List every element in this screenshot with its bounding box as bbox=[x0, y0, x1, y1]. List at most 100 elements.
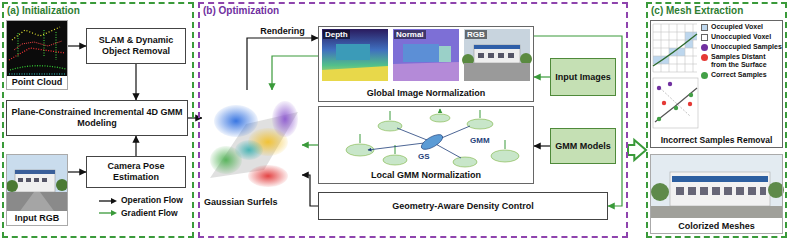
legend-text: Gradient Flow bbox=[121, 209, 178, 219]
legend-text: Samples Distant from the Surface bbox=[711, 53, 782, 69]
node-label: Point Cloud bbox=[12, 77, 63, 88]
image-caption: Depth bbox=[323, 30, 350, 39]
gmm-illustration-part bbox=[360, 109, 505, 154]
edge-label: Rendering bbox=[259, 26, 306, 36]
legend-arrow-sample bbox=[98, 209, 118, 217]
rgb-image-part bbox=[464, 63, 530, 81]
gmm-illustration-part bbox=[467, 119, 493, 129]
legend-text: Operation Flow bbox=[121, 196, 183, 206]
normal-image bbox=[393, 29, 459, 81]
gmm-illustration bbox=[346, 109, 519, 167]
colorized-mesh-image-part bbox=[760, 187, 766, 195]
legend-item: Unoccupied Voxel bbox=[701, 33, 782, 41]
image-caption: Normal bbox=[394, 30, 426, 39]
gradient-connector bbox=[534, 36, 622, 206]
sample-removal-illustration-part bbox=[688, 102, 692, 106]
panel-title: (b) Optimization bbox=[200, 4, 279, 17]
symbol-label: GMM bbox=[470, 136, 490, 145]
legend-dot bbox=[701, 54, 708, 61]
rgb-image-part bbox=[478, 53, 484, 58]
panel-title: (c) Mesh Extraction bbox=[648, 4, 743, 17]
image-node: Colorized Meshes bbox=[650, 154, 783, 234]
input-rgb-image-part bbox=[42, 178, 47, 182]
normal-image-part bbox=[393, 29, 459, 81]
rgb-image-part bbox=[488, 53, 494, 58]
node-label: Input Images bbox=[555, 72, 611, 83]
node-label: Incorrect Samples Removal bbox=[661, 135, 773, 146]
legend: Occupied VoxelUnoccupied VoxelUnoccupied… bbox=[701, 23, 782, 79]
input-rgb-image-part bbox=[56, 179, 68, 191]
colorized-mesh-image-part bbox=[651, 183, 669, 201]
input-rgb-image-part bbox=[15, 170, 55, 192]
sample-removal-illustration-part bbox=[653, 78, 698, 128]
colorized-mesh-image-part bbox=[672, 176, 768, 182]
depth-image-part bbox=[322, 29, 388, 81]
point-cloud-image-part bbox=[18, 30, 56, 60]
normal-image-part bbox=[393, 62, 459, 81]
point-cloud-image-part bbox=[9, 74, 66, 75]
gradient-connector bbox=[534, 76, 550, 77]
input-rgb-image-part bbox=[15, 170, 55, 174]
voxel-grid-illustration-part bbox=[653, 24, 697, 72]
legend-text: Unoccupied Samples bbox=[711, 43, 782, 51]
legend-arrow-line bbox=[99, 213, 112, 214]
node-label: Camera Pose Estimation bbox=[90, 161, 182, 183]
normal-image-part bbox=[403, 44, 439, 62]
input-box: Input Images bbox=[550, 58, 616, 96]
gaussian-surfels-illustration-part bbox=[272, 101, 298, 137]
point-cloud-image-part bbox=[10, 66, 66, 70]
gmm-illustration-part bbox=[453, 157, 477, 167]
symbol-label: GS bbox=[418, 152, 430, 161]
node-label: Gaussian Surfels bbox=[204, 197, 278, 208]
sample-removal-illustration-part bbox=[662, 101, 666, 105]
depth-image bbox=[322, 29, 388, 81]
normal-image-part bbox=[439, 46, 451, 62]
gradient-connector bbox=[302, 144, 318, 145]
legend-item: Occupied Voxel bbox=[701, 23, 782, 31]
process-box: Camera Pose Estimation bbox=[86, 156, 186, 188]
legend-item: Correct Samples bbox=[701, 71, 782, 79]
legend-arrow-line bbox=[99, 200, 112, 201]
process-box: Geometry-Aware Density Control bbox=[318, 192, 608, 220]
flow-arrow bbox=[628, 140, 646, 160]
operation-connector bbox=[534, 145, 550, 146]
sample-removal-illustration-part bbox=[657, 86, 661, 90]
depth-image-part bbox=[336, 44, 370, 60]
node-label: GMM Models bbox=[555, 141, 611, 152]
legend-arrow-head bbox=[111, 198, 117, 204]
rgb-image-part bbox=[464, 29, 530, 81]
gaussian-surfels-illustration-part bbox=[235, 140, 263, 160]
legend-arrow-head bbox=[111, 210, 117, 216]
sample-removal-illustration-part bbox=[674, 106, 678, 110]
input-rgb-image bbox=[6, 155, 68, 211]
image-node: Input RGB bbox=[6, 154, 68, 226]
rgb-image-part bbox=[498, 53, 504, 58]
legend-dot bbox=[701, 44, 708, 51]
gradient-connector bbox=[272, 56, 318, 90]
node-label: Global Image Normalization bbox=[367, 88, 486, 99]
rgb-image-part bbox=[474, 45, 520, 63]
legend-swatch bbox=[701, 24, 708, 31]
input-rgb-image-part bbox=[34, 178, 39, 182]
gaussian-surfels-illustration bbox=[210, 101, 298, 187]
legend-arrow-sample bbox=[98, 197, 118, 205]
input-rgb-image-part bbox=[7, 155, 67, 211]
node-label: Input RGB bbox=[15, 213, 60, 224]
node-label: Plane-Constrained Incremental 4D GMM Mod… bbox=[10, 107, 184, 129]
gmm-illustration-part bbox=[419, 132, 445, 153]
legend-text: Occupied Voxel bbox=[711, 23, 763, 31]
colorized-mesh-image-part bbox=[651, 206, 782, 218]
panel-title: (a) Initialization bbox=[4, 4, 80, 17]
rgb-image bbox=[462, 29, 532, 81]
legend-text: Unoccupied Voxel bbox=[711, 33, 771, 41]
colorized-mesh-image-part bbox=[712, 187, 720, 195]
point-cloud-image bbox=[7, 21, 67, 76]
legend: Operation FlowGradient Flow bbox=[98, 196, 192, 218]
input-box: GMM Models bbox=[550, 128, 616, 164]
node-label: SLAM & Dynamic Object Removal bbox=[90, 35, 182, 57]
gmm-illustration-part bbox=[378, 121, 402, 131]
colorized-mesh-image-part bbox=[748, 187, 756, 195]
gaussian-surfels-illustration-part bbox=[248, 165, 288, 187]
voxel-grid-illustration-part bbox=[653, 34, 697, 66]
